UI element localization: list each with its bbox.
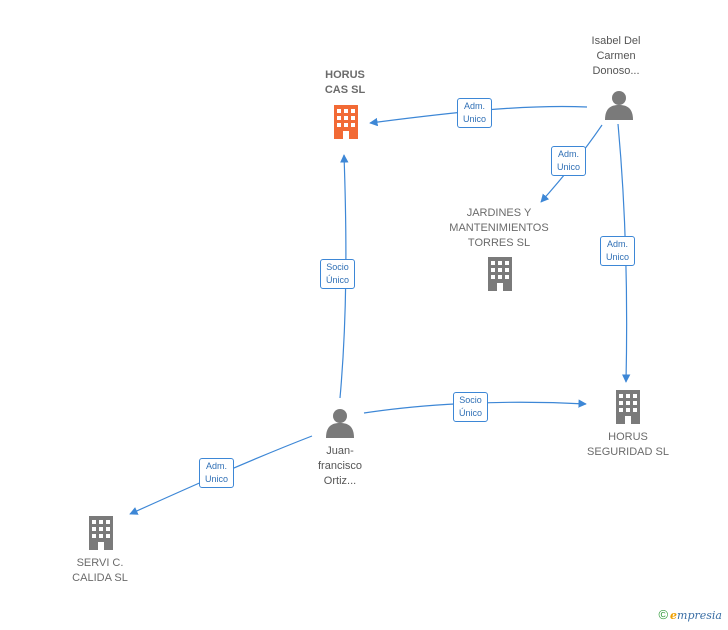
node-label-line: Carmen xyxy=(596,50,636,62)
edge-label-juan-servi[interactable]: Adm. Unico xyxy=(199,458,235,488)
node-label-jardines[interactable]: JARDINES Y MANTENIMIENTOS TORRES SL xyxy=(434,206,564,251)
node-label-line: Donoso... xyxy=(592,65,640,77)
brand-logo-e: e xyxy=(670,609,678,622)
edge-label-line: Unico xyxy=(557,162,581,172)
edge-label-juan-horus-cas[interactable]: Socio Único xyxy=(320,259,356,289)
node-label-isabel[interactable]: Isabel Del Carmen Donoso... xyxy=(566,34,666,79)
edge-label-line: Adm. xyxy=(206,461,228,471)
edge-label-line: Socio xyxy=(326,262,349,272)
node-label-line: CALIDA SL xyxy=(72,572,128,584)
node-label-line: CAS SL xyxy=(324,84,366,96)
node-label-line: HORUS xyxy=(608,431,648,443)
node-label-line: SEGURIDAD SL xyxy=(587,446,669,458)
edge-label-isabel-jardines[interactable]: Adm. Unico xyxy=(551,146,587,176)
building-icon-horus-cas[interactable] xyxy=(334,105,358,139)
copyright-symbol: © xyxy=(658,607,669,622)
edge-label-line: Adm. xyxy=(464,101,486,111)
node-label-line: francisco xyxy=(317,460,363,472)
node-label-horus-cas[interactable]: HORUS CAS SL xyxy=(305,68,385,98)
building-icon-servi[interactable] xyxy=(89,516,113,550)
person-icon-juan[interactable] xyxy=(326,409,354,438)
edge-label-line: Unico xyxy=(463,114,487,124)
node-label-line: JARDINES Y xyxy=(466,207,532,219)
brand-logo-text: mpresia xyxy=(677,609,722,622)
building-icon-horus-seguridad[interactable] xyxy=(616,390,640,424)
edge-label-juan-horus-seguridad[interactable]: Socio Único xyxy=(453,392,489,422)
node-label-juan[interactable]: Juan- francisco Ortiz... xyxy=(295,444,385,489)
node-label-line: Isabel Del xyxy=(591,35,641,47)
person-icon-isabel[interactable] xyxy=(605,91,633,120)
node-label-line: Juan- xyxy=(326,445,354,457)
edge-label-isabel-horus-seguridad[interactable]: Adm. Unico xyxy=(600,236,636,266)
node-label-line: TORRES SL xyxy=(467,237,531,249)
node-label-line: Ortiz... xyxy=(323,475,357,487)
edge-label-line: Unico xyxy=(205,474,229,484)
node-label-servi[interactable]: SERVI C. CALIDA SL xyxy=(50,556,150,586)
edge-label-line: Socio xyxy=(459,395,482,405)
node-label-horus-seguridad[interactable]: HORUS SEGURIDAD SL xyxy=(573,430,683,460)
building-icon-jardines[interactable] xyxy=(488,257,512,291)
edge-label-line: Único xyxy=(459,408,483,418)
edge-label-line: Adm. xyxy=(558,149,580,159)
edge-label-isabel-horus-cas[interactable]: Adm. Unico xyxy=(457,98,493,128)
node-label-line: HORUS xyxy=(325,69,365,81)
edge-label-line: Único xyxy=(326,275,350,285)
node-label-line: MANTENIMIENTOS xyxy=(449,222,549,234)
node-label-line: SERVI C. xyxy=(76,557,124,569)
edge-label-line: Unico xyxy=(606,252,630,262)
edge-label-line: Adm. xyxy=(607,239,629,249)
footer-brand[interactable]: ©empresia xyxy=(658,607,722,622)
